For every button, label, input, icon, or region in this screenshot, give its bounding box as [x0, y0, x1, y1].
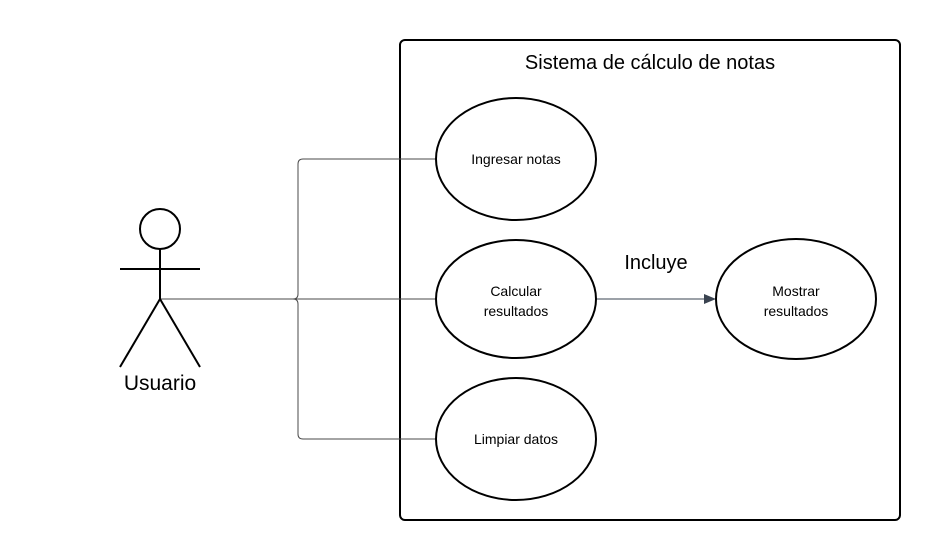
use-case-mostrar-label-line2: resultados: [764, 303, 829, 319]
actor-left-leg: [119, 298, 161, 368]
use-case-mostrar-label-line1: Mostrar: [772, 283, 820, 299]
actor-label: Usuario: [124, 372, 196, 395]
use-case-ingresar-notas-label: Ingresar notas: [471, 151, 561, 167]
use-case-mostrar-resultados: [715, 238, 877, 360]
actor-stick-figure-icon: [119, 208, 201, 368]
include-label: Incluye: [624, 252, 687, 274]
actor-right-leg: [159, 298, 201, 368]
use-case-calcular-label-line1: Calcular: [490, 283, 542, 299]
use-case-calcular-resultados: [435, 239, 597, 359]
association-ingresar-notas: [160, 158, 435, 300]
use-case-ingresar-notas: [435, 97, 597, 221]
use-case-calcular-label-line2: resultados: [484, 303, 549, 319]
use-case-limpiar-datos: [435, 377, 597, 501]
association-limpiar-datos: [160, 298, 435, 440]
actor-head: [139, 208, 181, 250]
use-case-limpiar-datos-label: Limpiar datos: [474, 431, 558, 447]
system-title: Sistema de cálculo de notas: [525, 52, 775, 74]
